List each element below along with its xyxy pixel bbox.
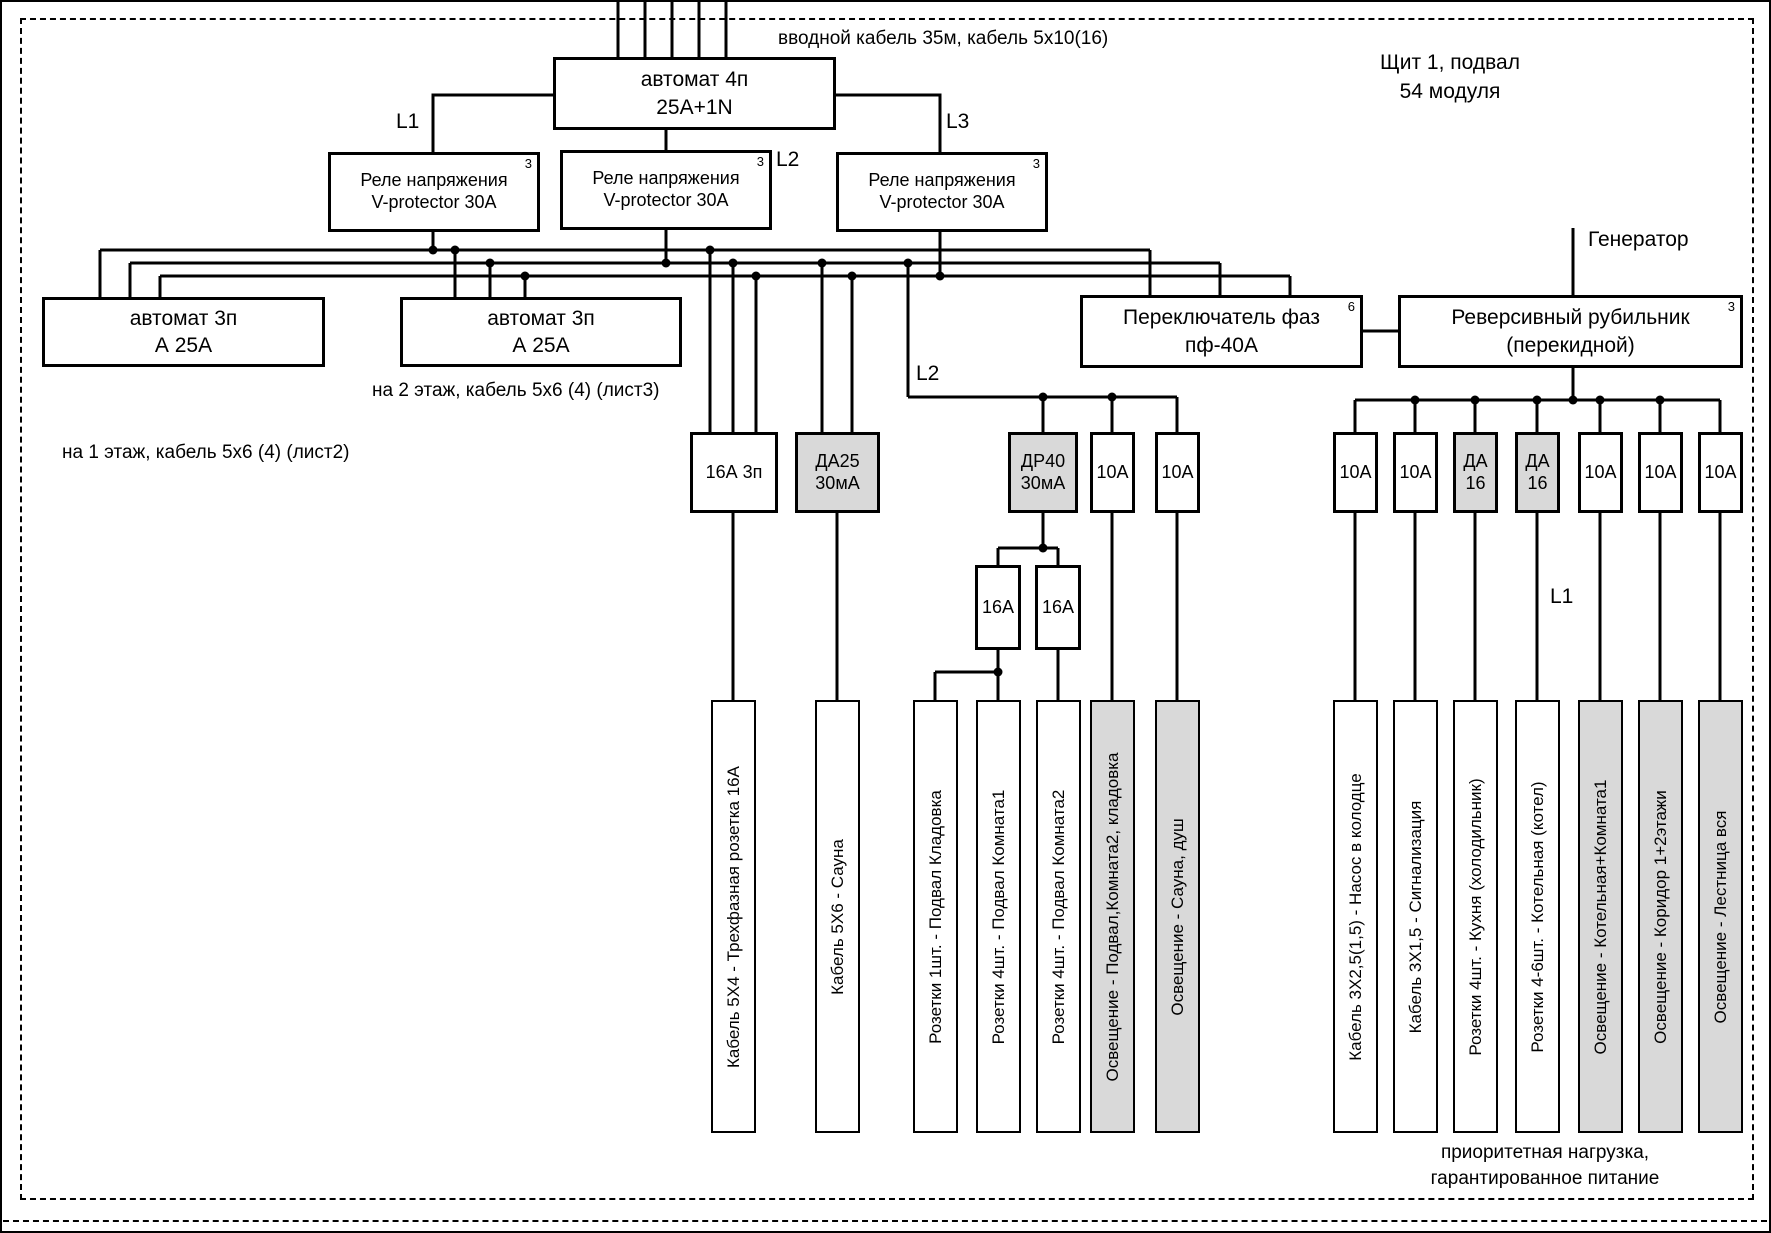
priority-load-note: приоритетная нагрузка, гарантированное п…: [1430, 1142, 1660, 1189]
phase-label-l1-branch: L1: [1550, 585, 1574, 608]
breaker-da16-2: ДА 16: [1515, 432, 1560, 513]
circuit-box-boiler-sockets: Розетки 4-6шт. - Котельная (котел): [1515, 700, 1560, 1133]
floor1-cable-note: на 1 этаж, кабель 5х6 (4) (лист2): [62, 442, 350, 463]
incoming-cable-note: вводной кабель 35м, кабель 5х10(16): [778, 28, 1109, 49]
circuit-box-three-phase-socket: Кабель 5Х4 - Трехфазная розетка 16А: [711, 700, 756, 1133]
sheet-dashed-border: [20, 18, 1754, 1200]
circuit-box-alarm: Кабель 3Х1,5 - Сигнализация: [1393, 700, 1438, 1133]
circuit-box-light-basement: Освещение - Подвал,Комната2, кладовка: [1090, 700, 1135, 1133]
circuit-box-light-boiler-room1: Освещение - Котельная+Комната1: [1578, 700, 1623, 1133]
floor1-breaker-box: автомат 3п А 25А: [42, 297, 325, 367]
circuit-box-light-sauna: Освещение - Сауна, душ: [1155, 700, 1200, 1133]
panel-title-line1: Щит 1, подвал: [1380, 51, 1520, 74]
circuit-box-sauna-cable: Кабель 5Х6 - Сауна: [815, 700, 860, 1133]
circuit-box-light-stairs: Освещение - Лестница вся: [1698, 700, 1743, 1133]
breaker-10a-5: 10А: [1578, 432, 1623, 513]
phase-switch-box: 6 Переключатель фаз пф-40А: [1080, 295, 1363, 368]
panel-title-line2: 54 модуля: [1399, 80, 1501, 103]
sub-breaker-16a-1: 16А: [975, 565, 1021, 650]
phase-label-l1: L1: [396, 110, 420, 133]
sheet-bottom-dashed-line: [3, 1220, 1767, 1222]
circuit-box-well-pump: Кабель 3Х2,5(1,5) - Насос в колодце: [1333, 700, 1378, 1133]
circuit-box-sockets-room1: Розетки 4шт. - Подвал Комната1: [976, 700, 1021, 1133]
breaker-dr40-30ma: ДР40 30мА: [1008, 432, 1078, 513]
main-breaker-box: автомат 4п 25А+1N: [553, 57, 836, 130]
voltage-relay-box-2: 3 Реле напряжения V-protector 30А: [560, 150, 772, 230]
voltage-relay-box-3: 3 Реле напряжения V-protector 30А: [836, 152, 1048, 232]
sub-breaker-16a-2: 16А: [1035, 565, 1081, 650]
reversing-switch-box: 3 Реверсивный рубильник (перекидной): [1398, 295, 1743, 368]
breaker-16a-3p: 16А 3п: [690, 432, 778, 513]
breaker-10a-1: 10А: [1090, 432, 1135, 513]
circuit-box-kitchen-sockets: Розетки 4шт. - Кухня (холодильник): [1453, 700, 1498, 1133]
voltage-relay-box-1: 3 Реле напряжения V-protector 30А: [328, 152, 540, 232]
phase-label-l3: L3: [946, 110, 970, 133]
circuit-box-light-corridor: Освещение - Коридор 1+2этажи: [1638, 700, 1683, 1133]
circuit-box-sockets-room2: Розетки 4шт. - Подвал Комната2: [1036, 700, 1081, 1133]
breaker-10a-3: 10А: [1333, 432, 1378, 513]
circuit-box-sockets-storeroom: Розетки 1шт. - Подвал Кладовка: [913, 700, 958, 1133]
breaker-10a-4: 10А: [1393, 432, 1438, 513]
floor2-cable-note: на 2 этаж, кабель 5х6 (4) (лист3): [372, 380, 660, 401]
junction-dots: [428, 245, 1665, 677]
breaker-10a-6: 10А: [1638, 432, 1683, 513]
floor2-breaker-box: автомат 3п А 25А: [400, 297, 682, 367]
breaker-da16-1: ДА 16: [1453, 432, 1498, 513]
panel-title: Щит 1, подвал 54 модуля: [1330, 48, 1570, 106]
generator-label: Генератор: [1588, 228, 1689, 251]
breaker-10a-7: 10А: [1698, 432, 1743, 513]
phase-label-l2-branch: L2: [916, 362, 940, 385]
breaker-da25-30ma: ДА25 30мА: [795, 432, 880, 513]
breaker-10a-2: 10А: [1155, 432, 1200, 513]
phase-label-l2: L2: [776, 148, 800, 171]
